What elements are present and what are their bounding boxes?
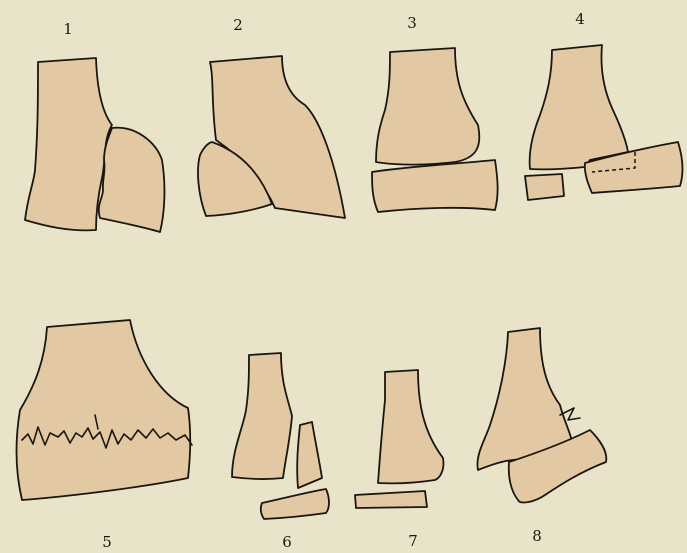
figure-8-drawing (477, 328, 606, 502)
figure-3-main-bone (376, 48, 479, 165)
figure-1-fragment (99, 128, 165, 232)
figure-4-medial-fragment (525, 174, 564, 200)
figure-7-label: 7 (408, 532, 418, 550)
figure-4-main-bone (530, 45, 628, 169)
figure-3-label: 3 (407, 14, 417, 32)
figure-6-drawing (232, 353, 329, 519)
figure-2-drawing (198, 56, 345, 218)
figure-6-fragment-upper (297, 422, 322, 488)
figure-5-bone (16, 320, 190, 500)
figure-7-fragment (355, 491, 427, 508)
figure-4-drawing (525, 45, 682, 200)
figure-4-label: 4 (575, 10, 585, 28)
figure-6-main-bone (232, 353, 292, 479)
figure-6-fragment-lower (261, 489, 329, 519)
figure-6-label: 6 (282, 533, 292, 551)
figure-1-drawing (25, 58, 164, 232)
figure-5-label: 5 (102, 533, 112, 551)
figure-2-label: 2 (233, 16, 243, 34)
figure-7-drawing (355, 370, 443, 508)
figure-7-main-bone (378, 370, 443, 483)
figure-1-label: 1 (63, 20, 73, 38)
figure-8-label: 8 (532, 527, 542, 545)
figure-3-epiphysis (372, 160, 498, 212)
figure-5-drawing (16, 320, 192, 500)
figure-3-drawing (372, 48, 498, 212)
